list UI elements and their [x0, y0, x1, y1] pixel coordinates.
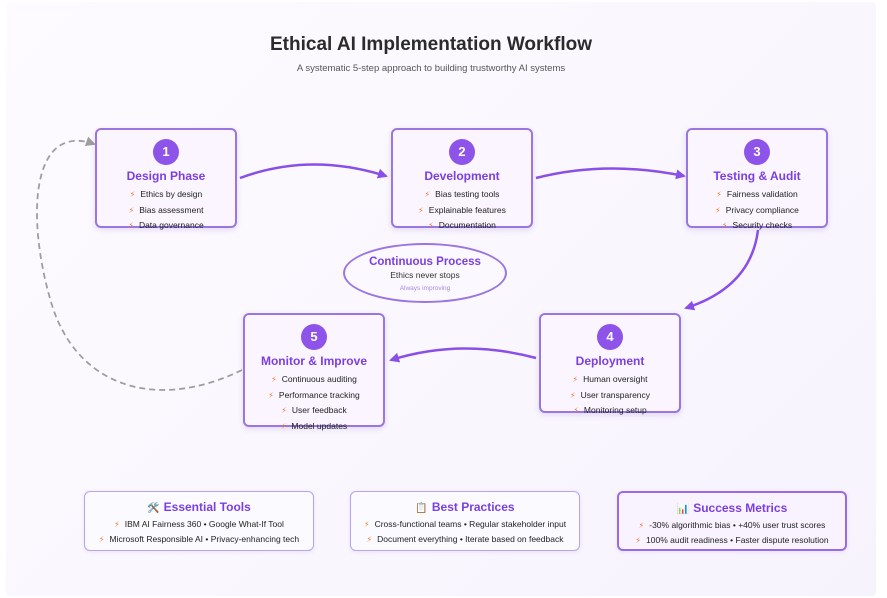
continuous-process-ellipse: Continuous Process Ethics never stops Al… [343, 243, 507, 303]
step-item: ⚡Privacy compliance [715, 204, 799, 215]
step-item: ⚡Bias testing tools [424, 189, 500, 199]
step-title: Testing & Audit [713, 169, 801, 183]
step-number-badge: 5 [301, 324, 327, 350]
step-number-badge: 3 [744, 139, 770, 165]
card-success-metrics: 📊Success Metrics ⚡-30% algorithmic bias … [617, 491, 847, 551]
step-item: ⚡Security checks [721, 220, 793, 231]
bolt-icon: ⚡ [129, 190, 136, 199]
step-item: ⚡Human oversight [572, 374, 648, 384]
bolt-icon: ⚡ [638, 521, 645, 530]
card-line: ⚡Microsoft Responsible AI • Privacy-enha… [98, 534, 300, 544]
bolt-icon: ⚡ [424, 190, 431, 199]
step-item: ⚡Performance tracking [268, 389, 360, 400]
card-line: ⚡Document everything • Iterate based on … [366, 534, 564, 544]
bolt-icon: ⚡ [281, 406, 287, 416]
card-line: ⚡-30% algorithmic bias • +40% user trust… [638, 520, 826, 530]
bolt-icon: ⚡ [280, 421, 287, 431]
step-item: ⚡Fairness validation [716, 189, 798, 199]
bolt-icon: ⚡ [715, 205, 721, 215]
step-item: ⚡Ethics by design [129, 189, 203, 199]
bolt-icon: ⚡ [128, 221, 134, 231]
bolt-icon: ⚡ [635, 536, 642, 545]
tools-icon: 🛠️ [147, 503, 160, 514]
bolt-icon: ⚡ [418, 205, 424, 215]
bolt-icon: ⚡ [271, 375, 277, 384]
page-title: Ethical AI Implementation Workflow [270, 34, 592, 55]
continuous-process-subtitle: Ethics never stops [390, 270, 460, 280]
card-line: ⚡Cross-functional teams • Regular stakeh… [363, 519, 567, 529]
continuous-process-title: Continuous Process [369, 256, 481, 268]
step-item: ⚡Monitoring setup [573, 405, 647, 416]
card-essential-tools: 🛠️Essential Tools ⚡IBM AI Fairness 360 •… [84, 491, 314, 551]
card-line: ⚡100% audit readiness • Faster dispute r… [635, 535, 829, 545]
card-title: Best Practices [431, 500, 515, 514]
step-testing-audit: 3 Testing & Audit ⚡Fairness validation ⚡… [686, 128, 828, 230]
clipboard-icon: 📋 [415, 503, 428, 514]
bolt-icon: ⚡ [366, 535, 373, 544]
loop-arrow-5-to-1 [36, 136, 243, 391]
step-deployment: 4 Deployment ⚡Human oversight ⚡User tran… [539, 313, 681, 415]
step-item: ⚡Explainable features [418, 204, 506, 215]
card-best-practices: 📋Best Practices ⚡Cross-functional teams … [350, 491, 580, 551]
step-number-badge: 4 [597, 324, 623, 350]
arrow-4-to-5 [389, 347, 537, 363]
connectors [36, 136, 760, 391]
step-item: ⚡Bias assessment [128, 204, 204, 215]
bolt-icon: ⚡ [128, 205, 135, 215]
arrow-2-to-3 [535, 167, 686, 180]
step-item: ⚡Continuous auditing [271, 374, 357, 384]
bar-chart-icon: 📊 [676, 504, 690, 515]
card-title: Success Metrics [693, 501, 788, 515]
arrow-3-to-4 [684, 229, 760, 311]
bolt-icon: ⚡ [573, 406, 579, 416]
step-monitor-improve: 5 Monitor & Improve ⚡Continuous auditing… [243, 313, 385, 431]
step-number-badge: 2 [449, 139, 475, 165]
step-item: ⚡User transparency [569, 389, 651, 400]
page-subtitle: A systematic 5-step approach to building… [296, 63, 566, 74]
arrow-1-to-2 [239, 163, 388, 180]
step-title: Design Phase [126, 169, 206, 183]
bolt-icon: ⚡ [721, 221, 728, 231]
bolt-icon: ⚡ [428, 221, 434, 231]
bolt-icon: ⚡ [572, 375, 579, 384]
bolt-icon: ⚡ [114, 520, 120, 529]
bolt-icon: ⚡ [716, 190, 722, 199]
bolt-icon: ⚡ [98, 535, 105, 544]
card-line: ⚡IBM AI Fairness 360 • Google What-If To… [114, 519, 284, 529]
continuous-process-caption: Always improving [399, 285, 451, 292]
step-title: Deployment [575, 354, 645, 368]
step-design-phase: 1 Design Phase ⚡Ethics by design ⚡Bias a… [95, 128, 237, 230]
step-item: ⚡Documentation [428, 220, 496, 231]
step-item: ⚡User feedback [281, 405, 347, 416]
step-title: Development [424, 169, 500, 183]
bolt-icon: ⚡ [569, 390, 576, 400]
step-number-badge: 1 [153, 139, 179, 165]
diagram-canvas: Ethical AI Implementation Workflow A sys… [6, 2, 876, 596]
step-title: Monitor & Improve [260, 354, 367, 368]
card-title: Essential Tools [163, 500, 251, 514]
step-development: 2 Development ⚡Bias testing tools ⚡Expla… [391, 128, 533, 230]
step-item: ⚡Model updates [280, 420, 348, 431]
bolt-icon: ⚡ [268, 390, 274, 400]
bolt-icon: ⚡ [363, 520, 370, 529]
step-item: ⚡Data governance [128, 220, 204, 231]
